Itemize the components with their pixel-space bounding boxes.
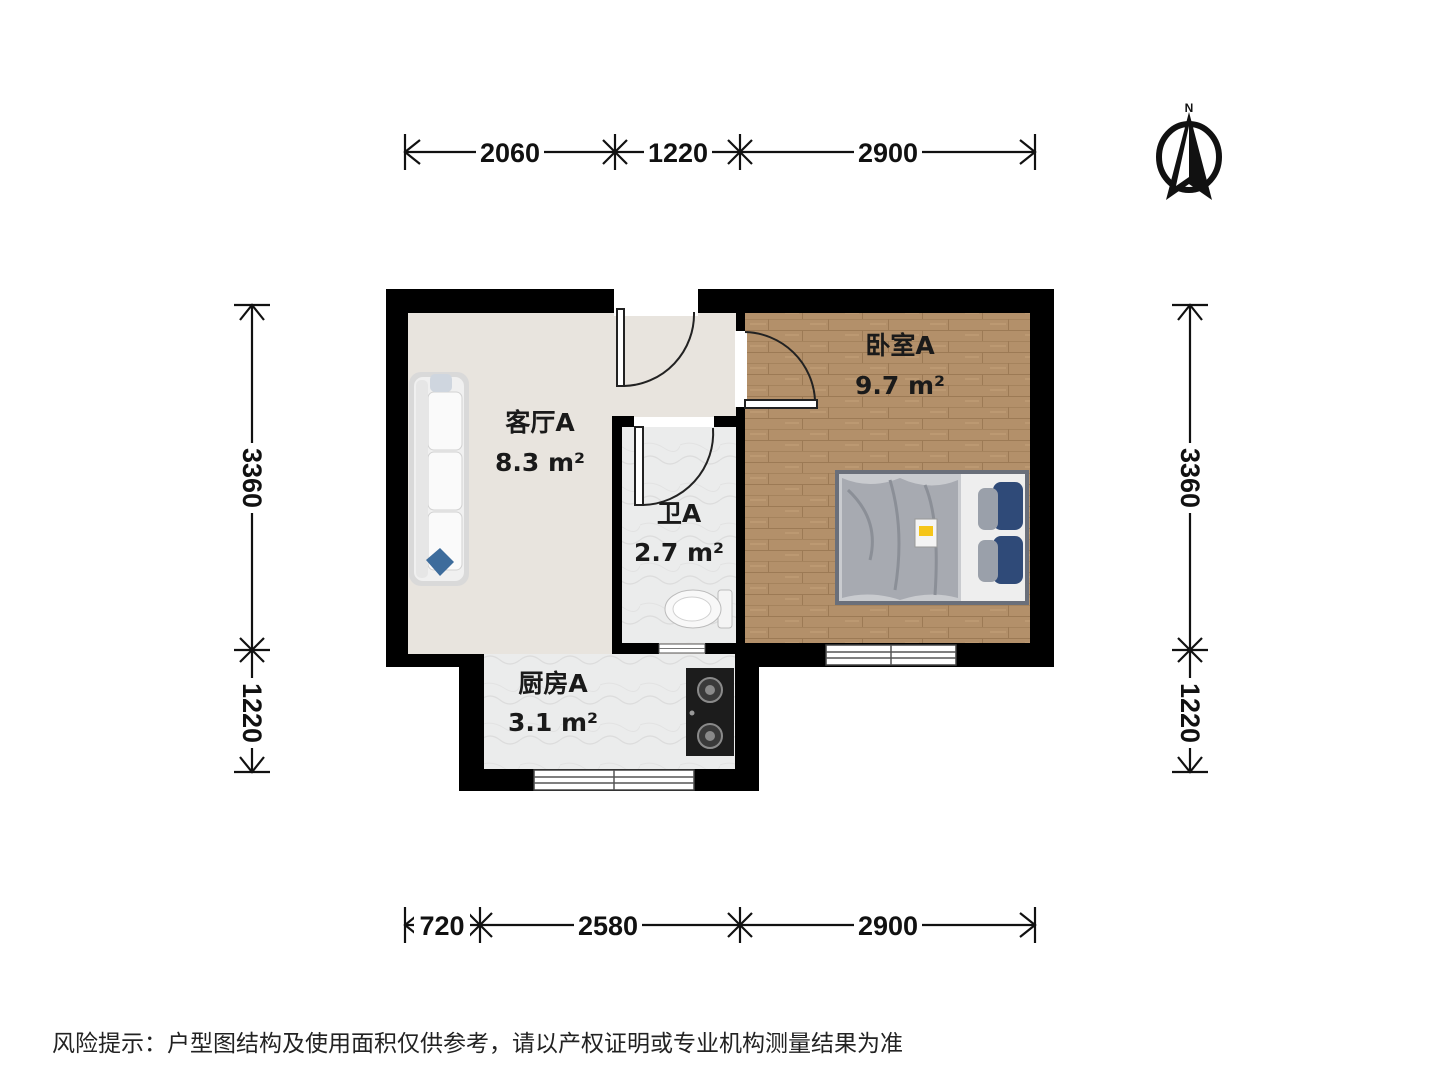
bottom-dim-1: 720: [419, 911, 464, 941]
bedroom-window: [825, 644, 957, 666]
walls: [386, 289, 1054, 791]
bathroom-vent: [658, 643, 706, 654]
bathroom-name: 卫A: [657, 499, 702, 528]
bottom-dimension: 720 2580 2900: [403, 907, 1037, 943]
entrance-door: [614, 306, 698, 387]
bed-icon: [835, 470, 1029, 605]
bedroom-area: 9.7 m²: [855, 371, 945, 400]
top-dimension: 2060 1220 2900: [403, 134, 1037, 170]
right-dim-1: 3360: [1175, 448, 1205, 508]
top-dim-1: 2060: [480, 138, 540, 168]
living-room-name: 客厅A: [505, 408, 575, 437]
bottom-dim-2: 2580: [578, 911, 638, 941]
right-dimension: 3360 1220: [1172, 303, 1208, 774]
left-dim-2: 1220: [237, 683, 267, 743]
kitchen-window: [533, 769, 695, 791]
living-room-area: 8.3 m²: [495, 448, 585, 477]
right-dim-2: 1220: [1175, 683, 1205, 743]
compass-icon: N: [1156, 101, 1222, 200]
left-dimension: 3360 1220: [234, 303, 270, 774]
toilet-icon: [664, 589, 733, 629]
stove-icon: [686, 668, 734, 756]
compass-north-label: N: [1185, 101, 1194, 115]
bathroom-door: [634, 417, 715, 506]
top-dim-2: 1220: [648, 138, 708, 168]
top-dim-3: 2900: [858, 138, 918, 168]
kitchen-area: 3.1 m²: [508, 708, 598, 737]
bottom-dim-3: 2900: [858, 911, 918, 941]
sofa-icon: [409, 372, 469, 586]
bedroom-door: [735, 331, 818, 409]
disclaimer-text: 风险提示：户型图结构及使用面积仅供参考，请以产权证明或专业机构测量结果为准: [52, 1031, 903, 1057]
bathroom-area: 2.7 m²: [634, 538, 724, 567]
kitchen-name: 厨房A: [518, 669, 588, 698]
bedroom-name: 卧室A: [865, 331, 935, 360]
left-dim-1: 3360: [237, 448, 267, 508]
